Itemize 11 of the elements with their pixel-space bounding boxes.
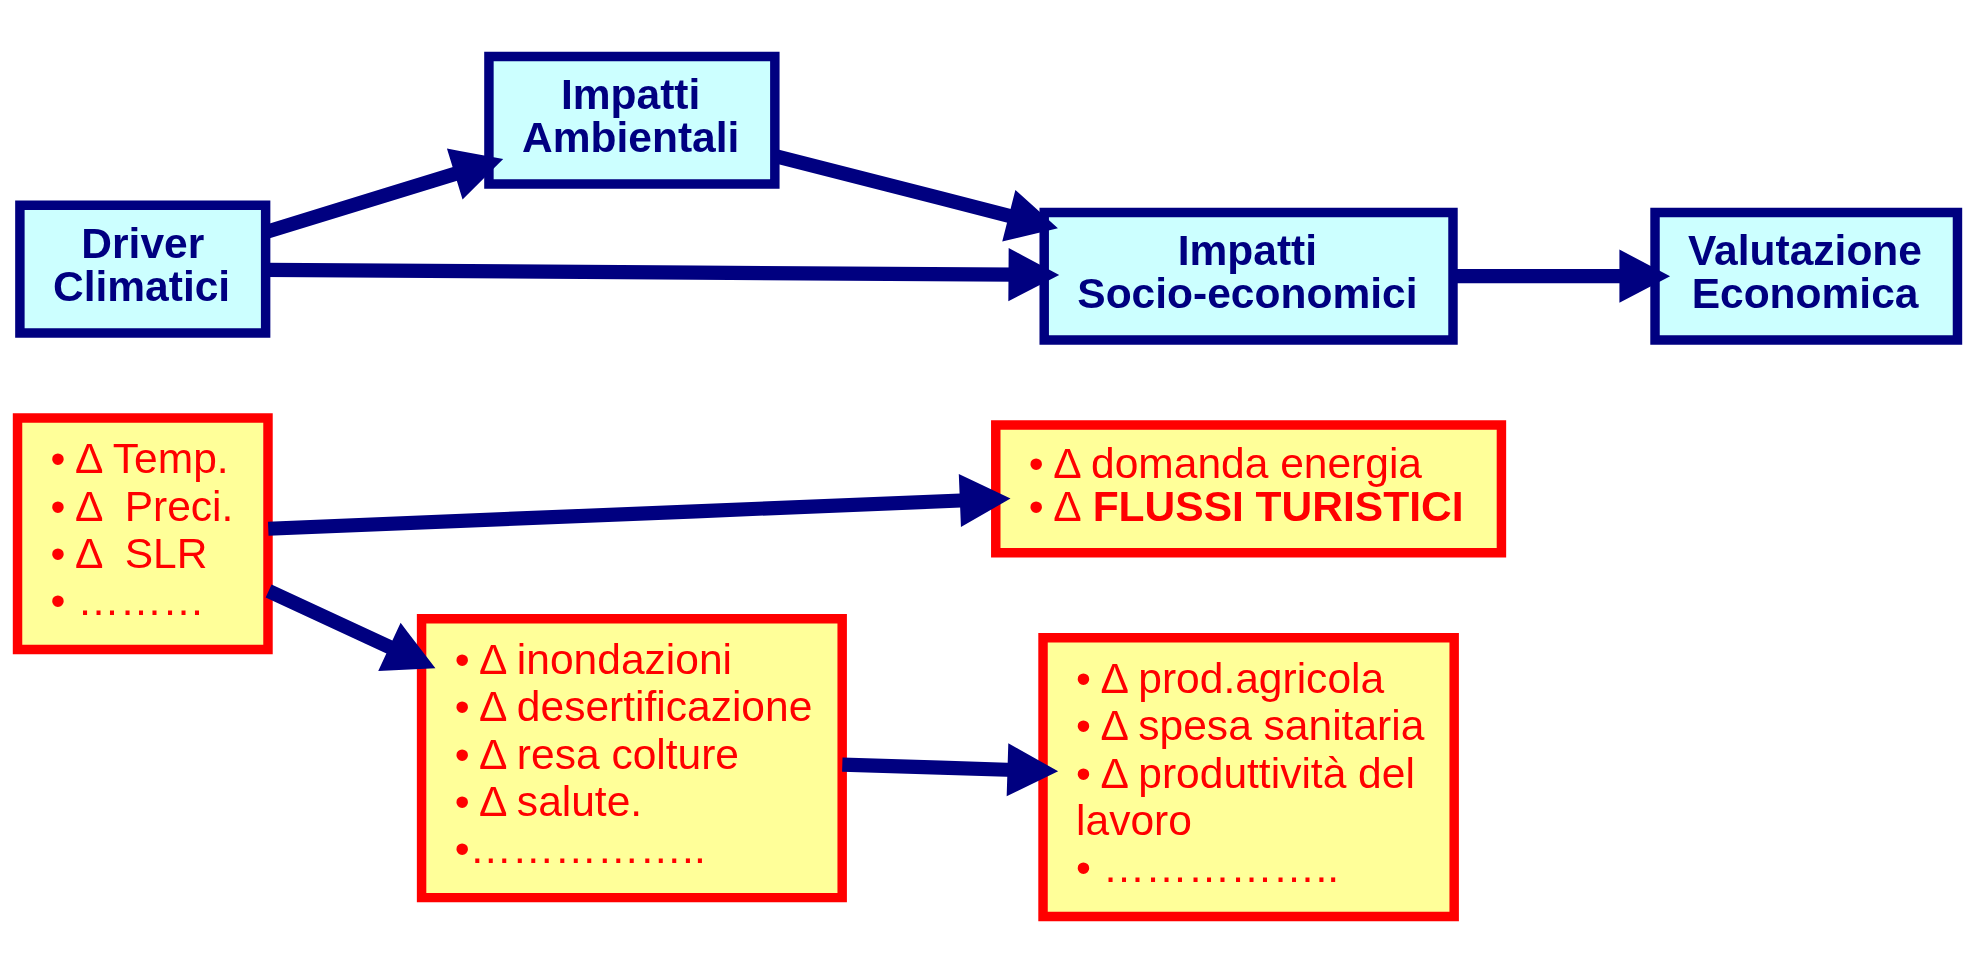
arrow [267,473,1011,536]
node-box: • Δ inondazioni • Δ desertificazione • Δ resa colture • Δ salute. •…………….. [416,614,847,903]
node-box: Valutazione Economica [1650,207,1963,345]
node-box: • Δ domanda energia • Δ FLUSSI TURISTICI [991,420,1507,558]
node-box: Impatti Ambientali [484,51,780,189]
arrow [265,584,436,672]
node-box: • Δ prod.agricola • Δ spesa sanitaria • Δ produttività del lavoro • …………….. [1038,633,1459,922]
arrow [842,743,1059,797]
node-box: • Δ Temp. • Δ Preci. • Δ SLR • ……… [12,413,273,655]
node-box: Impatti Socio-economici [1039,207,1458,345]
node-box: Driver Climatici [15,200,271,338]
